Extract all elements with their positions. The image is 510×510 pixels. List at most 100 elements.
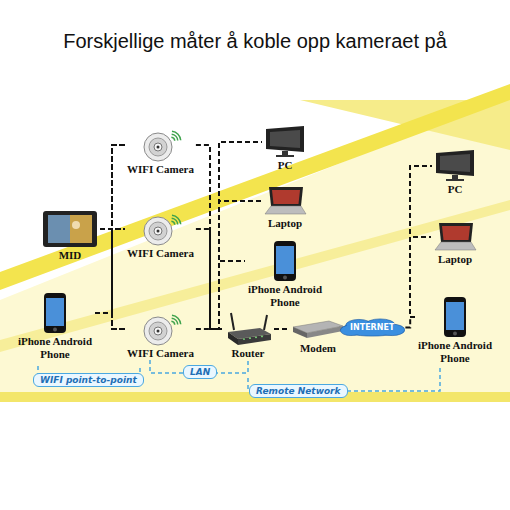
node-label: iPhone Android Phone [17,335,93,360]
device-icon [273,240,297,282]
network-link [274,328,289,330]
network-link [219,261,245,329]
camera-dot [157,146,160,149]
range-tag: LAN [183,365,217,379]
network-link [410,166,432,317]
tablet-figure [72,221,80,229]
device-icon [138,128,182,162]
pc-node: PC [262,126,308,172]
wifi-wave [172,215,182,225]
tablet-node: MID [40,210,100,262]
network-link [219,142,262,329]
network-link [95,229,125,313]
phone-body [44,293,66,333]
monitor-body [266,126,304,152]
node-label: Laptop [268,217,302,230]
laptop-lid [439,223,473,242]
camera-node: WIFI Camera [125,212,196,260]
monitor-stand [452,175,458,179]
device-icon [224,312,272,346]
network-link [219,201,261,329]
phone-screen [46,298,64,326]
camera-body [144,133,172,161]
router-node: Router [222,312,274,360]
wifi-wave [172,321,176,325]
camera-lens [154,143,162,151]
router-antenna [264,315,267,330]
router-light [249,337,251,339]
phone-node: iPhone Android Phone [415,296,495,364]
device-icon [42,210,98,248]
device-icon [443,296,467,338]
network-link [410,237,431,317]
range-tag: WIFI point-to-point [33,373,144,387]
camera-lens [154,327,162,335]
laptop-screen [272,190,300,204]
page-title: Forskjellige måter å koble opp kameraet … [0,30,510,53]
camera-node: WIFI Camera [125,128,196,176]
tablet-body [43,211,97,247]
camera-node: WIFI Camera [125,312,196,360]
phone-body [444,297,466,337]
laptop-base [265,206,306,214]
wifi-wave [172,221,176,225]
node-label: INTERNET [350,323,394,332]
router-front [228,332,238,345]
node-label: WIFI Camera [127,163,194,176]
node-label: Remote Network [256,386,341,396]
node-label: Router [232,347,265,360]
router-antenna [231,313,234,330]
wifi-wave [172,315,182,325]
node-label: iPhone Android Phone [247,283,323,308]
device-icon [138,212,182,246]
pc-node: PC [432,150,478,196]
router-light [243,338,245,340]
phone-button [283,276,287,280]
phone-body [274,241,296,281]
cloud-puff [341,323,403,336]
modem-front [293,327,307,338]
node-label: Laptop [438,253,472,266]
camera-dot [157,330,160,333]
phone-screen [446,302,464,330]
wifi-wave [172,137,176,141]
router-side [238,334,271,345]
node-label: PC [448,183,463,196]
device-icon [263,186,307,216]
yellow-stripe [0,200,510,352]
range-tag: Remote Network [249,384,348,398]
monitor-screen [440,154,470,172]
internet-cloud: INTERNET [339,318,405,337]
phone-node: iPhone Android Phone [245,240,325,308]
device-icon [264,126,306,158]
modem-node: Modem [289,317,347,355]
phone-button [453,332,457,336]
modem-side [307,326,343,338]
yellow-stripe [0,84,510,290]
wifi-wave [172,131,182,141]
camera-dot [157,230,160,233]
phone-node: iPhone Android Phone [15,292,95,360]
monitor-body [436,150,474,176]
node-label: PC [278,159,293,172]
node-label: WIFI Camera [127,347,194,360]
node-label: iPhone Android Phone [417,339,493,364]
node-label: Modem [300,342,336,355]
device-icon [434,150,476,182]
camera-ring [149,322,167,340]
node-label: WIFI Camera [127,247,194,260]
network-link [196,145,222,329]
network-link [95,145,125,313]
device-icon [291,317,345,341]
device-icon [138,312,182,346]
camera-body [144,317,172,345]
laptop-screen [442,226,470,240]
device-icon [433,222,477,252]
tablet-screen [48,215,70,243]
monitor-screen [270,130,300,148]
monitor-foot [276,155,294,157]
router-light [255,336,257,338]
laptop-lid [269,187,303,206]
camera-ring [149,138,167,156]
